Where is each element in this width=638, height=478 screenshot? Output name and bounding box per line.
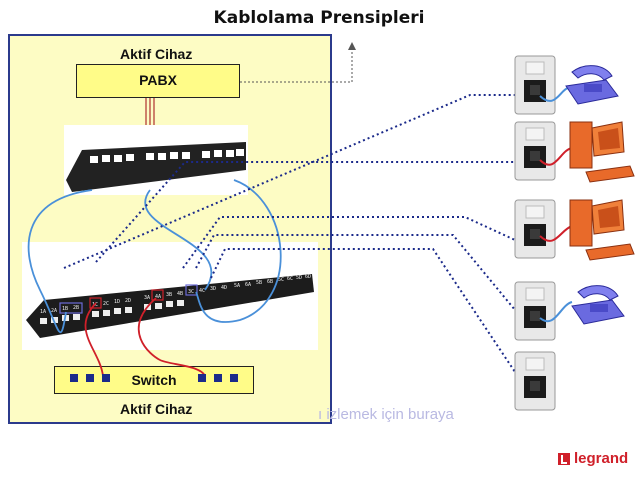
port-label: 3C [188, 289, 194, 295]
wall-outlets [514, 55, 556, 411]
brand-logo: legrand [558, 450, 628, 467]
port-label: 5A [234, 283, 240, 289]
highlighted-ports [59, 284, 198, 314]
port-label: 6A [245, 282, 251, 288]
phone-icon [571, 285, 625, 325]
port-label: 4C [199, 288, 205, 294]
wall-outlet [514, 121, 556, 181]
port-label: 1A [40, 309, 46, 315]
pabx-uplink [240, 48, 353, 83]
wall-outlet [514, 55, 556, 115]
horizontal-cabling [63, 94, 516, 373]
wall-outlet [514, 199, 556, 259]
port-label: 3A [144, 295, 150, 301]
brand-name: legrand [574, 450, 629, 467]
port-label: 2D [125, 298, 131, 304]
port-label: 6C [287, 276, 293, 282]
slide-title: Kablolama Prensipleri [213, 8, 425, 28]
port-label: 2B [73, 305, 79, 311]
upper-patch-panel [64, 125, 248, 195]
switch-label: Switch [131, 372, 177, 388]
port-label: 4D [221, 285, 227, 291]
equipment-panel [8, 34, 332, 424]
computer-icon [569, 121, 635, 183]
panel-bottom-label: Aktif Cihaz [120, 401, 193, 417]
pabx-box: PABX [76, 64, 240, 98]
port-label: 6B [267, 279, 273, 285]
port-label: 4A [155, 294, 161, 300]
port-label: 4B [177, 291, 183, 297]
device-cables [539, 87, 573, 322]
port-label: 5D [296, 275, 302, 281]
blue-patch-cords [27, 179, 282, 334]
port-label: 1B [62, 306, 68, 312]
faded-overlay-text: ı izlemek için buraya [318, 406, 454, 423]
uplink-arrow-icon [348, 42, 356, 50]
switch-ports [70, 374, 238, 382]
legrand-logo-icon [558, 452, 570, 465]
port-label: 2A [51, 308, 57, 314]
red-switch-cords [84, 297, 206, 377]
port-label: 3D [210, 286, 216, 292]
port-label: 2C [103, 301, 109, 307]
port-label: 3B [166, 292, 172, 298]
port-label: 5B [256, 280, 262, 286]
wall-outlet [514, 281, 556, 341]
computer-icon [569, 199, 635, 261]
port-label: 1D [114, 299, 120, 305]
phone-icon [565, 65, 619, 105]
port-label: 5C [278, 277, 284, 283]
panel-top-label: Aktif Cihaz [120, 46, 193, 62]
port-label: 6D [305, 274, 311, 280]
wall-outlet [514, 351, 556, 411]
